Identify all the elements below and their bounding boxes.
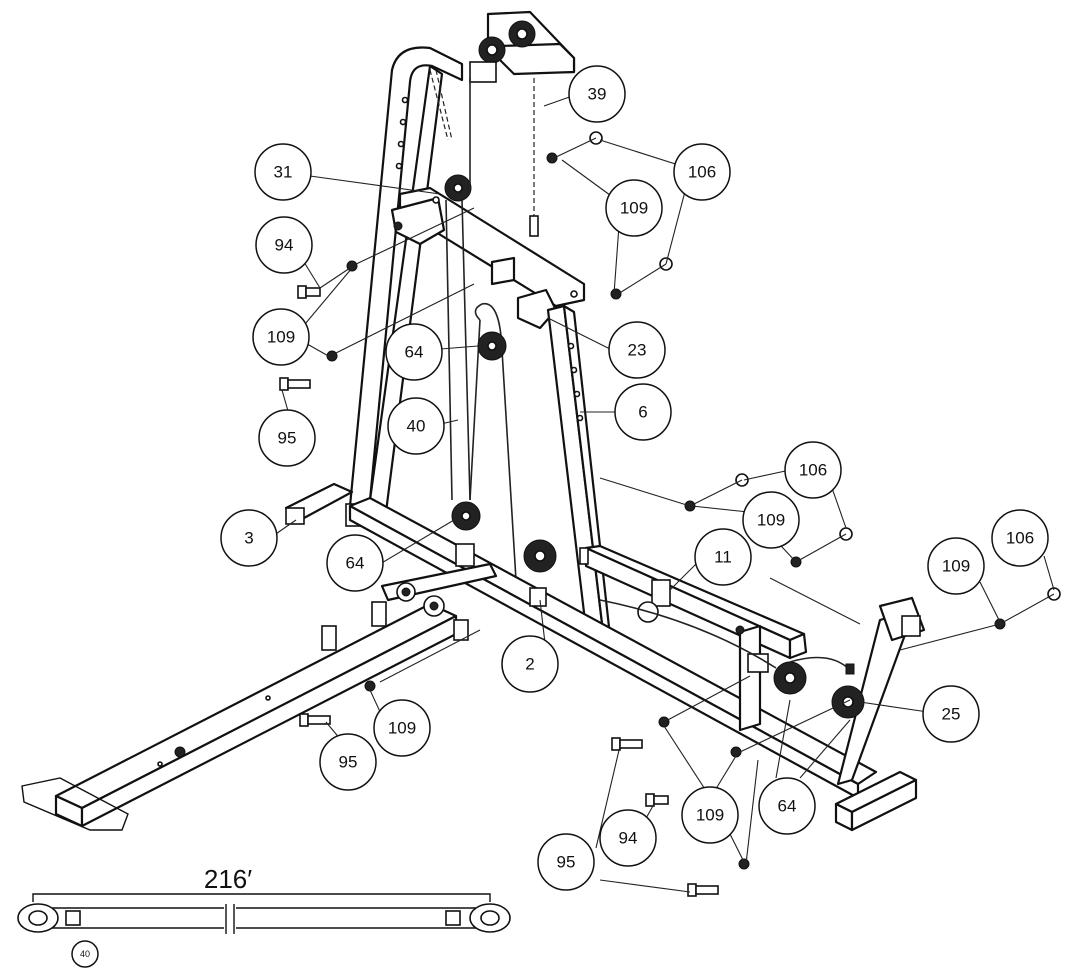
- callout-106-right: 106: [991, 509, 1049, 567]
- callout-39: 39: [568, 65, 626, 123]
- callout-109-left-text: 109: [267, 328, 295, 347]
- callout-6-text: 6: [638, 403, 647, 422]
- callout-2-text: 2: [525, 655, 534, 674]
- callout-109-left: 109: [252, 308, 310, 366]
- upper-pulley: [444, 174, 472, 202]
- callout-95-lower: 95: [537, 833, 595, 891]
- hardware: [279, 78, 1061, 897]
- callout-109-right-text: 109: [942, 557, 970, 576]
- callout-64-right-text: 64: [778, 797, 797, 816]
- callout-109-top-text: 109: [620, 199, 648, 218]
- callout-40-text: 40: [407, 417, 426, 436]
- callout-95-lower-text: 95: [557, 853, 576, 872]
- cable-detail: 216′ 40: [17, 864, 511, 968]
- callout-64-upper: 64: [385, 323, 443, 381]
- callout-109-lower-text: 109: [696, 806, 724, 825]
- top-cross-beam: [390, 186, 586, 330]
- callout-109-lower-left-text: 109: [388, 719, 416, 738]
- callout-11: 11: [694, 528, 752, 586]
- floating-pulley-64: [451, 303, 517, 581]
- callout-23-text: 23: [628, 341, 647, 360]
- callout-109-mid: 109: [742, 491, 800, 549]
- callout-64-right: 64: [758, 777, 816, 835]
- callout-25-text: 25: [942, 705, 961, 724]
- cable-length-label: 216′: [204, 864, 252, 894]
- right-upright-frame: [546, 304, 612, 648]
- callout-64-lower-text: 64: [346, 554, 365, 573]
- callout-109-lower-left: 109: [373, 699, 431, 757]
- callout-23: 23: [608, 321, 666, 379]
- callout-109-top: 109: [605, 179, 663, 237]
- callout-109-right: 109: [927, 537, 985, 595]
- dimension-line: [32, 893, 491, 902]
- callout-106-mid: 106: [784, 441, 842, 499]
- callout-94-left: 94: [255, 216, 313, 274]
- callout-31: 31: [254, 143, 312, 201]
- callout-64-lower: 64: [326, 534, 384, 592]
- callout-94-lower-text: 94: [619, 829, 638, 848]
- callout-95-left-text: 95: [278, 429, 297, 448]
- callout-106-top-text: 106: [688, 163, 716, 182]
- callout-25: 25: [922, 685, 980, 743]
- callout-6: 6: [614, 383, 672, 441]
- top-pulley-bracket: [469, 10, 576, 83]
- callout-95-lower-left: 95: [319, 733, 377, 791]
- callout-3-text: 3: [244, 529, 253, 548]
- callout-3: 3: [220, 509, 278, 567]
- callout-40: 40: [387, 397, 445, 455]
- callout-11-text: 11: [714, 548, 732, 567]
- callout-106-mid-text: 106: [799, 461, 827, 480]
- left-upright-frame: [345, 46, 464, 527]
- callout-109-mid-text: 109: [757, 511, 785, 530]
- callout-31-text: 31: [274, 163, 293, 182]
- callout-106-top: 106: [673, 143, 731, 201]
- cable-part-number: 40: [80, 949, 90, 959]
- callout-64-upper-text: 64: [405, 343, 424, 362]
- chain: [429, 69, 449, 141]
- leg-extension-unit: [599, 596, 926, 786]
- callout-109-lower: 109: [681, 786, 739, 844]
- callout-39-text: 39: [588, 85, 607, 104]
- callout-95-left: 95: [258, 409, 316, 467]
- cable-part-bubble: [71, 940, 99, 968]
- break-mark: [225, 904, 235, 934]
- callout-2: 2: [501, 635, 559, 693]
- callout-95-lower-left-text: 95: [339, 753, 358, 772]
- callout-94-left-text: 94: [275, 236, 294, 255]
- callout-94-lower: 94: [599, 809, 657, 867]
- callout-106-right-text: 106: [1006, 529, 1034, 548]
